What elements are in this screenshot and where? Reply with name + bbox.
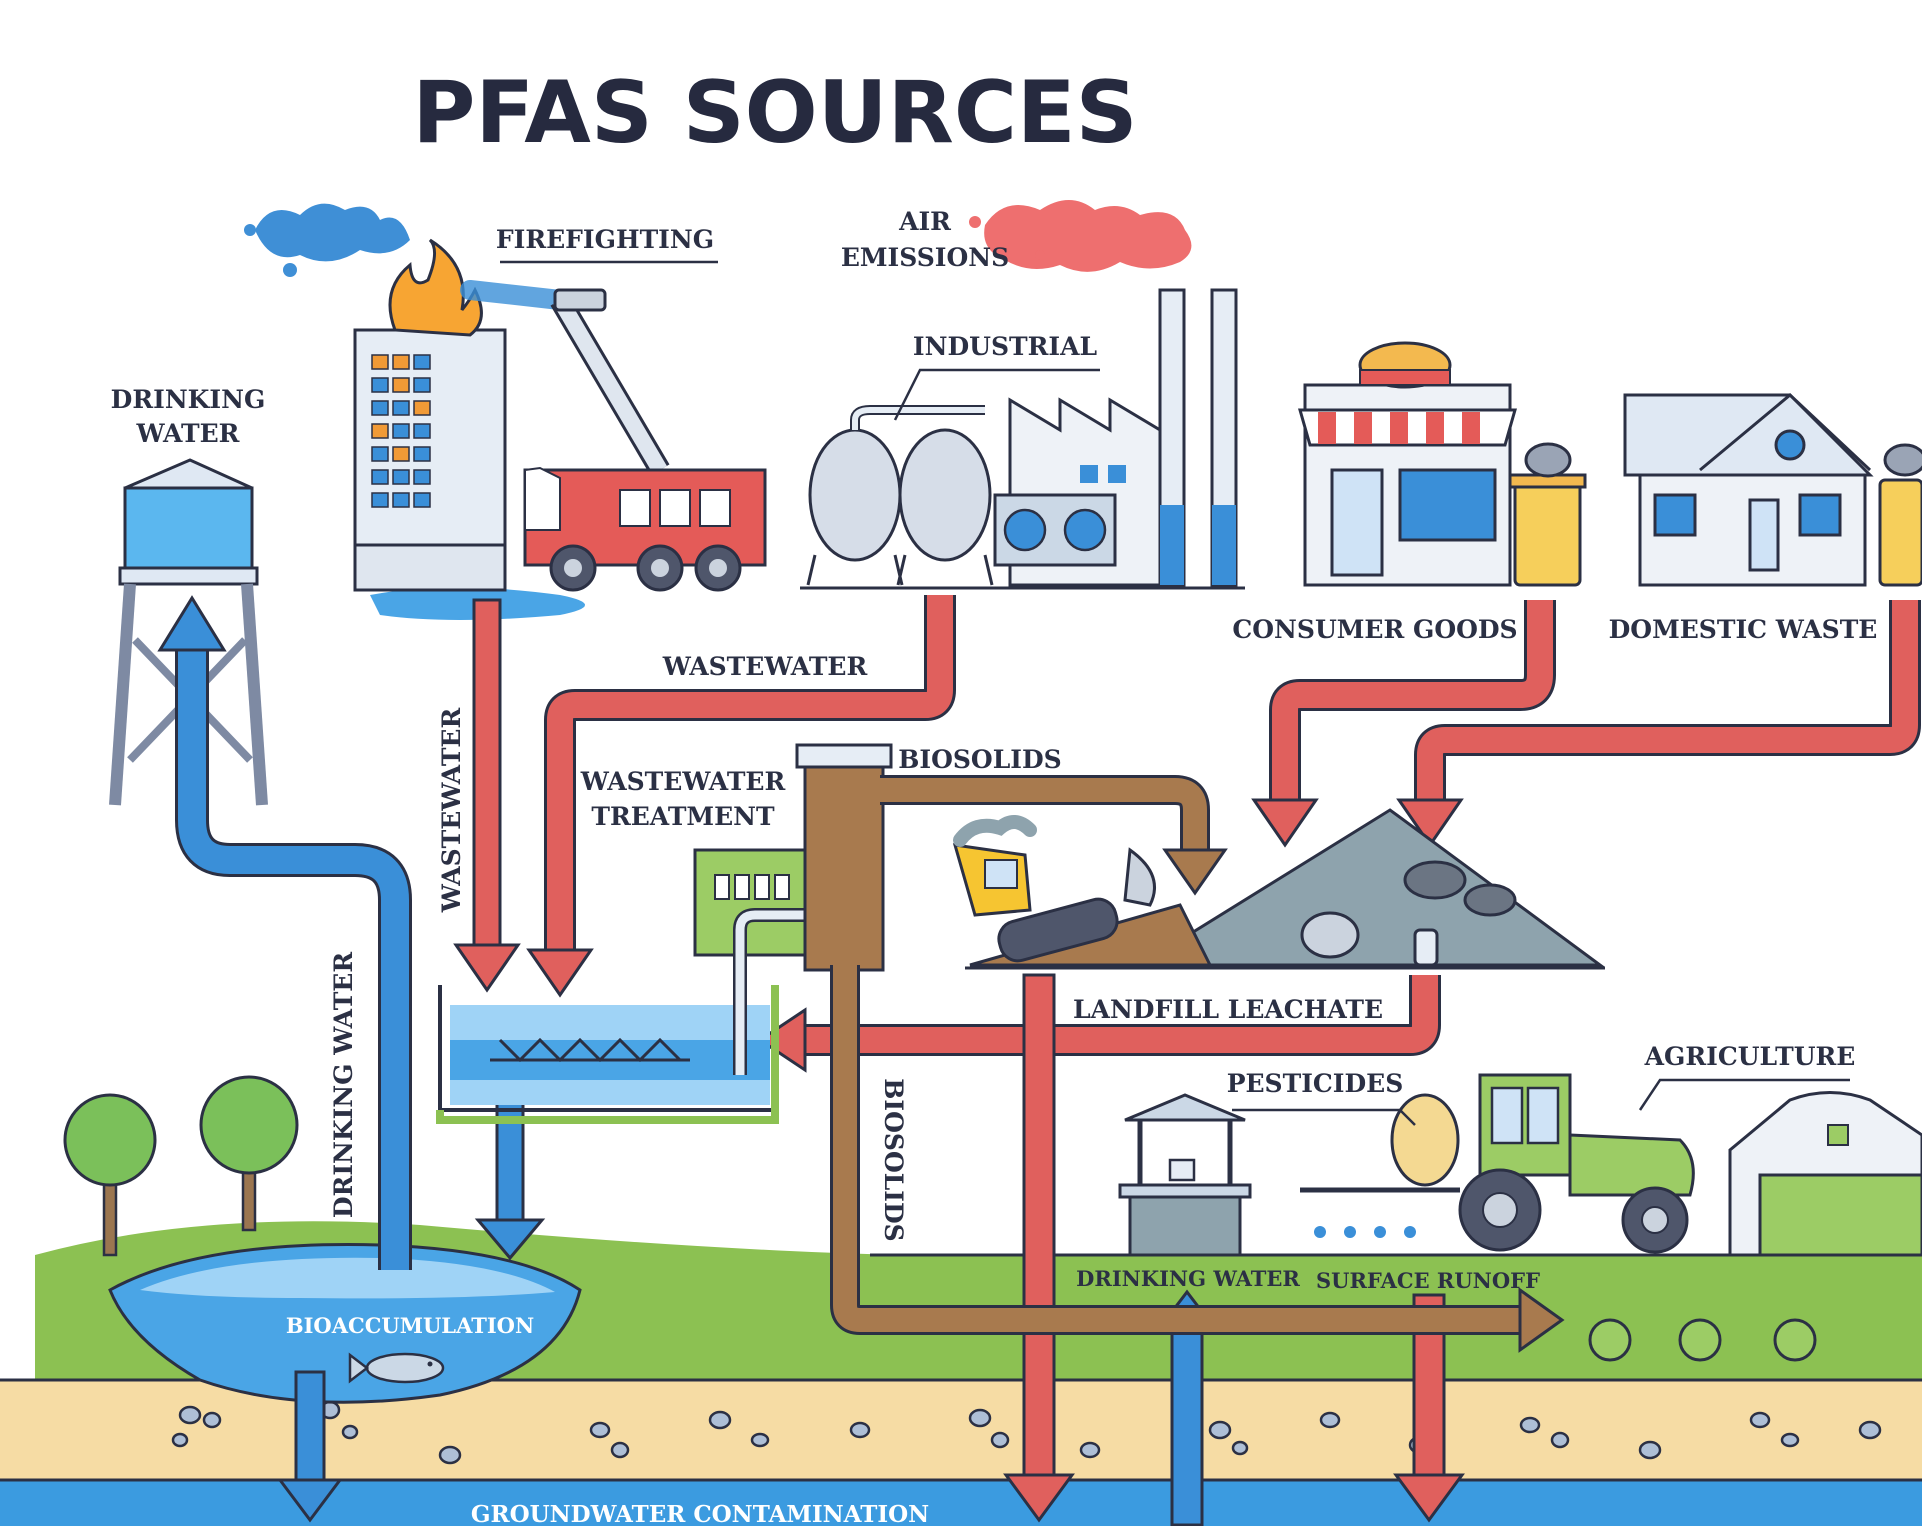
label-surface-runoff: SURFACE RUNOFF (1316, 1268, 1540, 1293)
label-groundwater-contamination: GROUNDWATER CONTAMINATION (471, 1501, 929, 1526)
label-drinking-water-top-line1: DRINKING (111, 385, 266, 414)
wastewater-arrow-firefighting (453, 598, 521, 993)
trash-bin-icon (1878, 443, 1922, 587)
label-wastewater-treatment-line2: TREATMENT (591, 802, 775, 831)
wastewater-arrow-industrial (526, 595, 956, 998)
label-biosolids-vertical: BIOSOLIDS (879, 1078, 908, 1241)
biosolids-arrow-landfill (880, 775, 1228, 896)
label-drinking-water-top-line2: WATER (136, 419, 240, 448)
label-wastewater-horizontal: WASTEWATER (662, 652, 868, 681)
fire-truck-icon (460, 280, 767, 592)
fish-icon (348, 1352, 445, 1384)
label-drinking-water-bottom: DRINKING WATER (1076, 1266, 1300, 1291)
label-agriculture: AGRICULTURE (1644, 1042, 1856, 1071)
tree-icon (63, 1093, 157, 1257)
water-tower-icon (109, 458, 268, 806)
landfill-groundwater-arrow (1003, 973, 1075, 1523)
cabbage-icon (1588, 1318, 1817, 1362)
air-emissions-cloud (969, 200, 1192, 272)
label-firefighting: FIREFIGHTING (496, 225, 714, 254)
tractor-icon (1300, 1073, 1695, 1254)
label-landfill-leachate: LANDFILL LEACHATE (1073, 995, 1383, 1024)
label-consumer-goods: CONSUMER GOODS (1232, 615, 1517, 644)
label-domestic-waste: DOMESTIC WASTE (1609, 615, 1878, 644)
label-biosolids-horizontal: BIOSOLIDS (898, 745, 1061, 774)
barn-icon (1728, 1091, 1922, 1257)
tree-icon (199, 1075, 299, 1232)
house-icon (1623, 392, 1874, 587)
consumer-goods-landfill-arrow (1251, 600, 1556, 848)
label-air-emissions-line2: EMISSIONS (841, 243, 1009, 272)
bulldozer-icon (952, 815, 1156, 963)
pond-inflow-arrow (474, 1078, 546, 1261)
trash-bin-icon (1508, 442, 1587, 587)
pond-to-groundwater-arrow (277, 1370, 343, 1523)
landfill-leachate-arrow (757, 975, 1441, 1073)
water-spray-cloud (244, 203, 410, 277)
label-pesticides: PESTICIDES (1227, 1069, 1404, 1098)
store-icon (1298, 341, 1517, 587)
page-title: PFAS SOURCES (412, 63, 1137, 163)
domestic-waste-landfill-arrow (1396, 600, 1921, 848)
pond (108, 1243, 582, 1404)
burning-building (353, 238, 585, 620)
label-bioaccumulation: BIOACCUMULATION (286, 1313, 534, 1338)
factory-icon (800, 288, 1245, 590)
label-drinking-water-vertical: DRINKING WATER (329, 952, 358, 1218)
label-air-emissions-line1: AIR (898, 207, 951, 236)
well-icon (1118, 1093, 1252, 1257)
label-wastewater-vertical: WASTEWATER (437, 708, 466, 914)
label-wastewater-treatment-line1: WASTEWATER (580, 767, 786, 796)
drinking-water-arrow (157, 595, 412, 1270)
treatment-tank-icon (436, 743, 893, 1124)
biosolids-arrow-field (830, 965, 1565, 1353)
label-industrial: INDUSTRIAL (913, 332, 1098, 361)
pebbles (171, 1400, 1882, 1465)
